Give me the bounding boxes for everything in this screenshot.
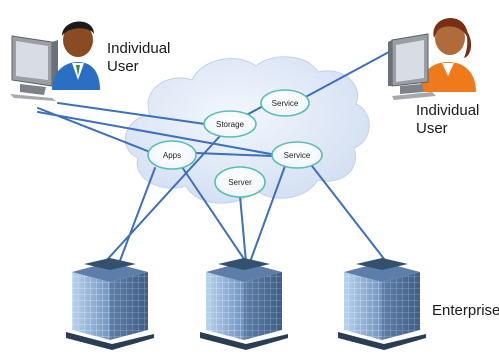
cloud-node-server: Server xyxy=(214,166,266,198)
enterprises-label: Enterprises xyxy=(432,302,499,320)
cloud-node-service-right: Service xyxy=(271,141,323,169)
cloud-node-label: Service xyxy=(284,151,311,160)
enterprises-label-text: Enterprises xyxy=(432,302,499,319)
user-left-icon xyxy=(10,21,100,101)
cloud-node-storage: Storage xyxy=(203,110,257,138)
link-user-left-service xyxy=(37,111,283,157)
link-apps-building-1 xyxy=(117,167,156,267)
cloud-node-label: Service xyxy=(272,99,299,108)
cloud-node-apps: Apps xyxy=(147,140,197,170)
cloud-node-label: Storage xyxy=(216,120,245,129)
user-right-label: Individual User xyxy=(416,102,479,138)
link-service-building-2 xyxy=(249,165,286,263)
cloud-node-label: Server xyxy=(228,178,252,187)
cloud-node-service-top: Service xyxy=(260,89,310,117)
link-apps-building-2 xyxy=(181,166,247,263)
enterprise-building-2 xyxy=(200,258,288,350)
user-right-icon xyxy=(388,17,476,100)
cloud-node-label: Apps xyxy=(163,151,181,160)
link-service-top-user-right xyxy=(299,45,401,101)
user-right-label-line2: User xyxy=(416,120,448,137)
link-user-left-storage xyxy=(57,102,206,125)
enterprise-building-3 xyxy=(338,258,426,350)
link-storage-building-1 xyxy=(104,135,221,263)
link-service-building-3 xyxy=(311,165,389,265)
connection-lines xyxy=(37,45,401,267)
link-apps-service xyxy=(195,152,273,157)
user-left-label: Individual User xyxy=(107,40,170,76)
link-server-building-2 xyxy=(239,195,247,263)
user-left-label-line1: Individual xyxy=(107,40,171,57)
enterprise-building-1 xyxy=(66,258,154,350)
user-right-label-line1: Individual xyxy=(416,102,480,119)
user-left-label-line2: User xyxy=(107,58,139,75)
